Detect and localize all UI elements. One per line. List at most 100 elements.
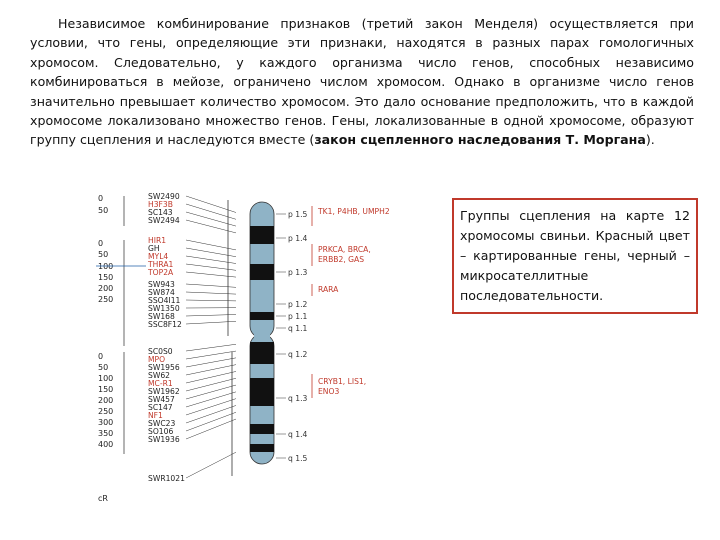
chromosome-band bbox=[250, 264, 274, 280]
band-label: p 1.2 bbox=[288, 300, 307, 309]
marker-connector bbox=[185, 291, 237, 295]
chromosome-band bbox=[250, 424, 274, 434]
marker-label: NF1 bbox=[148, 411, 163, 420]
scale-tick-label: 100 bbox=[98, 374, 113, 383]
marker-label: GH bbox=[148, 244, 160, 253]
band-label: q 1.2 bbox=[288, 350, 307, 359]
marker-connector bbox=[185, 255, 237, 264]
chromosome-band bbox=[250, 444, 274, 452]
marker-label: SW1956 bbox=[148, 363, 180, 372]
scale-tick-label: 200 bbox=[98, 396, 113, 405]
marker-connector bbox=[185, 371, 237, 384]
scale-tick-label: 150 bbox=[98, 385, 113, 394]
marker-connector bbox=[185, 314, 237, 317]
marker-label: SW62 bbox=[148, 371, 170, 380]
marker-connector bbox=[185, 283, 237, 288]
chromosome-map-svg: 0 50 0 50 100 150 200 250 0 50 100 150 200 250 300 350 4… bbox=[96, 192, 390, 503]
scale-tick-label: 100 bbox=[98, 262, 113, 271]
marker-label: SW943 bbox=[148, 280, 175, 289]
marker-connector bbox=[185, 321, 237, 325]
scale-tick-label: 50 bbox=[98, 363, 108, 372]
marker-label: SWC23 bbox=[148, 419, 175, 428]
marker-connector bbox=[185, 391, 237, 408]
marker-connector bbox=[185, 412, 237, 432]
right-gene-label: CRYB1, LIS1, bbox=[318, 377, 366, 386]
scale-tick-label: 250 bbox=[98, 295, 113, 304]
marker-connector bbox=[185, 398, 237, 416]
marker-label: H3F3B bbox=[148, 200, 173, 209]
band-label: p 1.5 bbox=[288, 210, 307, 219]
paragraph-end: ). bbox=[645, 132, 655, 148]
marker-label: SW874 bbox=[148, 288, 175, 297]
chromosome-band bbox=[250, 342, 274, 364]
chromosome-band bbox=[250, 226, 274, 244]
marker-connector bbox=[185, 451, 237, 479]
marker-label: MYL4 bbox=[148, 252, 168, 261]
paragraph-text: Независимое комбинирование признаков (тр… bbox=[30, 16, 694, 148]
marker-connector bbox=[185, 384, 237, 400]
marker-label: SW457 bbox=[148, 395, 175, 404]
right-gene-label: TK1, P4HB, UMPH2 bbox=[317, 207, 390, 216]
band-label: p 1.4 bbox=[288, 234, 307, 243]
scale-tick-label: 200 bbox=[98, 284, 113, 293]
marker-connector bbox=[185, 418, 237, 440]
scale-tick-label: 50 bbox=[98, 250, 108, 259]
marker-label: SC143 bbox=[148, 208, 173, 217]
band-label: q 1.4 bbox=[288, 430, 307, 439]
scale-tick-label: 400 bbox=[98, 440, 113, 449]
marker-connector bbox=[185, 247, 237, 257]
marker-connector bbox=[185, 203, 237, 220]
band-label: q 1.1 bbox=[288, 324, 307, 333]
marker-connector bbox=[185, 350, 237, 360]
marker-label: MPO bbox=[148, 355, 165, 364]
band-label: q 1.5 bbox=[288, 454, 307, 463]
chromosome-12-map-figure: 0 50 0 50 100 150 200 250 0 50 100 150 200 250 300 350 4… bbox=[90, 186, 438, 516]
right-gene-label: ERBB2, GAS bbox=[318, 255, 364, 264]
marker-label: TOP2A bbox=[147, 268, 174, 277]
marker-label: SW168 bbox=[148, 312, 175, 321]
marker-label: MC-R1 bbox=[148, 379, 173, 388]
right-gene-label: ENO3 bbox=[318, 387, 339, 396]
chromosome-band bbox=[250, 378, 274, 406]
scale-tick-label: 350 bbox=[98, 429, 113, 438]
marker-connector bbox=[185, 344, 237, 352]
marker-connector bbox=[185, 364, 237, 376]
marker-label: THRA1 bbox=[147, 260, 174, 269]
marker-label: SO106 bbox=[148, 427, 173, 436]
marker-connector bbox=[185, 239, 237, 251]
marker-label: SSO4I11 bbox=[148, 296, 181, 305]
scale-tick-label: 0 bbox=[98, 239, 103, 248]
marker-connector bbox=[185, 219, 237, 234]
figure-caption: Группы сцепления на карте 12 хромосомы с… bbox=[452, 198, 698, 314]
scale-tick-label: 50 bbox=[98, 206, 108, 215]
marker-label: SW2490 bbox=[148, 192, 180, 201]
band-label: p 1.3 bbox=[288, 268, 307, 277]
paragraph-bold-law: закон сцепленного наследования Т. Морган… bbox=[314, 132, 646, 148]
band-label: q 1.3 bbox=[288, 394, 307, 403]
chromosome-band bbox=[250, 312, 274, 320]
centromere bbox=[254, 330, 270, 338]
marker-connector bbox=[185, 299, 237, 302]
marker-label: SW1936 bbox=[148, 435, 180, 444]
scale-tick-label: 0 bbox=[98, 194, 103, 203]
marker-label: SC0S0 bbox=[148, 347, 173, 356]
marker-label: SW1962 bbox=[148, 387, 180, 396]
scale-tick-label: 0 bbox=[98, 352, 103, 361]
main-paragraph: Независимое комбинирование признаков (тр… bbox=[30, 14, 694, 150]
marker-label: SWR1021 bbox=[148, 474, 185, 483]
unit-label: cR bbox=[98, 494, 108, 503]
right-gene-label: PRKCA, BRCA, bbox=[318, 245, 371, 254]
scale-tick-label: 150 bbox=[98, 273, 113, 282]
marker-connector bbox=[185, 405, 237, 424]
marker-label: SC147 bbox=[148, 403, 173, 412]
marker-label: HIR1 bbox=[148, 236, 166, 245]
marker-label: SSC8F12 bbox=[148, 320, 182, 329]
band-label: p 1.1 bbox=[288, 312, 307, 321]
scale-tick-label: 300 bbox=[98, 418, 113, 427]
marker-connector bbox=[185, 263, 237, 271]
marker-connector bbox=[185, 357, 237, 368]
scale-tick-label: 250 bbox=[98, 407, 113, 416]
marker-connector bbox=[185, 271, 237, 278]
marker-label: SW2494 bbox=[148, 216, 180, 225]
right-gene-label: RARA bbox=[318, 285, 339, 294]
